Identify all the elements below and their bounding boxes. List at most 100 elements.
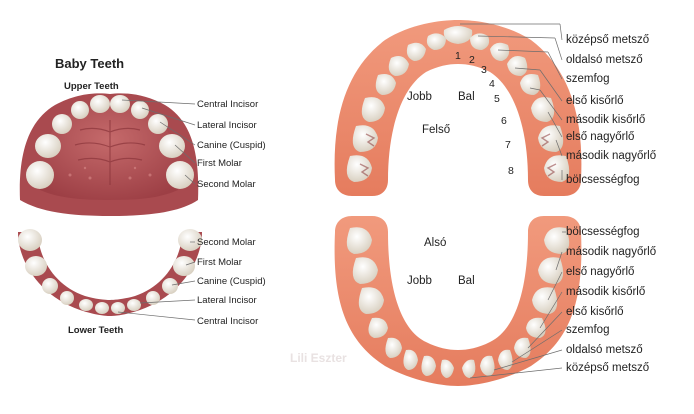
label-felso-bolcsessegfog: bölcsességfog — [566, 174, 640, 186]
tooth — [42, 278, 58, 294]
tooth — [52, 114, 72, 134]
upper-leaders — [121, 99, 196, 185]
tooth — [385, 337, 402, 358]
baby-upper-teeth — [26, 95, 194, 189]
tooth — [480, 355, 495, 376]
adult-teeth-panel: Jobb Bal Felső 1 2 3 4 5 6 7 8 középső m… — [290, 20, 656, 386]
tooth — [490, 42, 510, 61]
molar-grooves — [359, 133, 557, 177]
lower-leaders — [117, 241, 196, 321]
tooth — [498, 349, 513, 370]
palate-texture — [68, 166, 152, 180]
upper-center-label: Felső — [422, 124, 450, 136]
tooth — [462, 359, 476, 378]
tooth — [544, 227, 570, 254]
label-lower-canine: Canine (Cuspid) — [197, 276, 266, 287]
watermark: Lili Eszter — [290, 351, 347, 365]
tooth — [368, 317, 388, 338]
label-also-masodik-kisorlo: második kisőrlő — [566, 286, 645, 298]
tooth — [148, 114, 168, 134]
label-felso-kozepso-metszo: középső metsző — [566, 34, 649, 46]
palate-ridges — [74, 120, 146, 185]
label-felso-elso-nagyorlo: első nagyőrlő — [566, 131, 634, 143]
tooth — [358, 287, 384, 314]
upper-jobb-label: Jobb — [407, 91, 432, 103]
label-also-elso-nagyorlo: első nagyőrlő — [566, 266, 634, 278]
label-also-masodik-nagyorlo: második nagyőrlő — [566, 246, 656, 258]
adult-upper-leaders — [460, 23, 563, 180]
label-lower-central-incisor: Central Incisor — [197, 316, 258, 327]
baby-lower-teeth — [18, 229, 202, 314]
label-also-oldalso-metszo: oldalsó metsző — [566, 344, 643, 356]
label-felso-oldalso-metszo: oldalsó metsző — [566, 54, 643, 66]
tooth — [162, 278, 178, 294]
tooth — [25, 256, 47, 276]
tooth-number-7: 7 — [505, 139, 511, 151]
label-also-szemfog: szemfog — [566, 324, 609, 336]
tooth-number-1: 1 — [455, 50, 461, 62]
tooth — [95, 302, 109, 314]
label-lower-second-molar: Second Molar — [197, 237, 256, 248]
tooth — [79, 299, 93, 311]
tooth-numbers: 1 2 3 4 5 6 7 8 — [455, 50, 514, 177]
adult-lower-labels: bölcsességfog második nagyőrlő első nagy… — [566, 226, 656, 374]
baby-title: Baby Teeth — [55, 56, 124, 71]
tooth — [440, 359, 454, 378]
label-also-kozepso-metszo: középső metsző — [566, 362, 649, 374]
lower-gum — [18, 232, 202, 316]
adult-upper-teeth — [346, 26, 570, 182]
tooth — [507, 56, 528, 76]
tooth — [131, 101, 149, 119]
label-also-elso-kisorlo: első kisőrlő — [566, 306, 624, 318]
tooth — [127, 299, 141, 311]
label-upper-second-molar: Second Molar — [197, 179, 256, 190]
tooth — [35, 134, 61, 158]
label-also-bolcsessegfog: bölcsességfog — [566, 226, 640, 238]
adult-upper-labels: középső metsző oldalsó metsző szemfog el… — [566, 34, 656, 186]
tooth — [406, 42, 426, 61]
tooth — [526, 317, 546, 338]
tooth-number-6: 6 — [501, 115, 507, 127]
tooth — [538, 257, 564, 284]
label-felso-elso-kisorlo: első kisőrlő — [566, 95, 624, 107]
lower-jobb-label: Jobb — [407, 275, 432, 287]
tooth-number-3: 3 — [481, 64, 487, 76]
label-upper-first-molar: First Molar — [197, 158, 242, 169]
tooth — [90, 95, 110, 113]
lower-labels: Second Molar First Molar Canine (Cuspid)… — [197, 237, 266, 327]
upper-labels: Central Incisor Lateral Incisor Canine (… — [197, 99, 266, 190]
tooth — [111, 302, 125, 314]
lower-center-label: Alsó — [424, 237, 446, 249]
tooth — [173, 256, 195, 276]
tooth-number-5: 5 — [494, 93, 500, 105]
tooth — [426, 33, 446, 50]
tooth — [520, 74, 541, 95]
tooth — [421, 355, 436, 376]
label-lower-lateral-incisor: Lateral Incisor — [197, 295, 257, 306]
tooth — [26, 161, 54, 189]
label-felso-szemfog: szemfog — [566, 73, 609, 85]
label-upper-canine: Canine (Cuspid) — [197, 140, 266, 151]
upper-teeth-title: Upper Teeth — [64, 81, 119, 92]
tooth — [361, 97, 385, 122]
tooth — [388, 56, 409, 76]
tooth — [352, 257, 378, 284]
lower-teeth-title: Lower Teeth — [68, 325, 123, 336]
tooth — [159, 134, 185, 158]
lower-bal-label: Bal — [458, 275, 475, 287]
label-felso-masodik-nagyorlo: második nagyőrlő — [566, 150, 656, 162]
label-upper-central-incisor: Central Incisor — [197, 99, 258, 110]
baby-teeth-panel: Baby Teeth Upper Teeth — [18, 56, 266, 336]
tooth-number-2: 2 — [469, 54, 475, 66]
tooth — [375, 74, 396, 95]
tooth — [470, 33, 490, 50]
upper-palate — [39, 107, 179, 200]
tooth — [443, 26, 473, 44]
tooth — [166, 161, 194, 189]
upper-bal-label: Bal — [458, 91, 475, 103]
label-upper-lateral-incisor: Lateral Incisor — [197, 120, 257, 131]
label-lower-first-molar: First Molar — [197, 257, 242, 268]
tooth — [60, 291, 74, 305]
tooth-number-4: 4 — [489, 78, 495, 90]
